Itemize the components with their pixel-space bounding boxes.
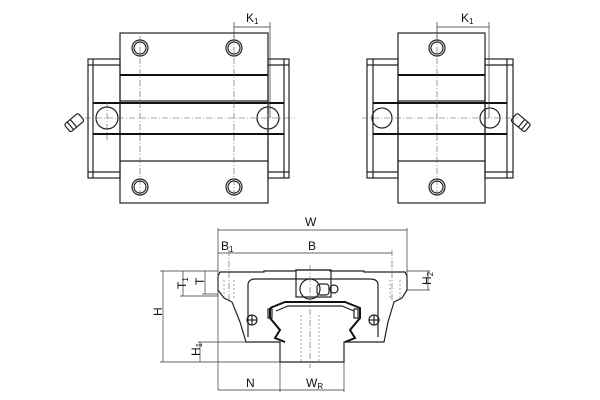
block-outline	[217, 269, 408, 363]
h2-letter: H	[420, 276, 434, 285]
wr-subscript: R	[317, 382, 323, 391]
seal-tab	[353, 308, 359, 319]
grease-nipple-ridge	[66, 121, 75, 131]
rail-profile	[269, 301, 361, 343]
top-view-left: K1	[64, 11, 295, 204]
h2-subscript: 2	[426, 271, 435, 276]
k1-label: K1	[246, 11, 259, 26]
seal-tab	[267, 308, 273, 319]
t1-letter: T	[175, 281, 189, 289]
h2-label: H2	[420, 271, 435, 285]
k1-subscript: 1	[469, 17, 474, 26]
lube-port-housing	[295, 269, 332, 298]
wr-letter: W	[306, 376, 318, 390]
w-label: W	[305, 215, 317, 229]
grease-nipple-icon	[316, 283, 330, 296]
front-view: W B1 B H T1 T H2 H1 N WR	[151, 215, 435, 392]
t1-label: T1	[175, 277, 190, 289]
grease-nipple-ridge	[69, 119, 78, 128]
grease-nipple-body	[510, 113, 531, 133]
grease-nipple-ridge	[517, 119, 526, 128]
h-label: H	[151, 307, 165, 316]
b1-label: B1	[221, 239, 234, 254]
wr-label: WR	[306, 376, 323, 391]
n-label: N	[246, 376, 255, 390]
h1-letter: H	[189, 347, 203, 356]
grease-nipple-tip	[329, 284, 339, 294]
grease-nipple-icon	[510, 113, 531, 133]
b-label: B	[308, 239, 316, 253]
h1-subscript: 1	[195, 342, 204, 347]
t-label: T	[193, 277, 207, 285]
h1-label: H1	[189, 342, 204, 356]
k1-subscript: 1	[254, 17, 259, 26]
rail-seal	[275, 305, 355, 312]
b1-letter: B	[221, 239, 229, 253]
b1-subscript: 1	[229, 245, 234, 254]
t1-subscript: 1	[181, 277, 190, 282]
k1-label: K1	[461, 11, 474, 26]
grease-nipple-ridge	[520, 121, 529, 131]
grease-nipple-icon	[64, 113, 85, 133]
k1-letter: K	[246, 11, 254, 25]
k1-letter: K	[461, 11, 469, 25]
grease-nipple-body	[64, 113, 85, 133]
top-view-right: K1	[362, 11, 531, 204]
